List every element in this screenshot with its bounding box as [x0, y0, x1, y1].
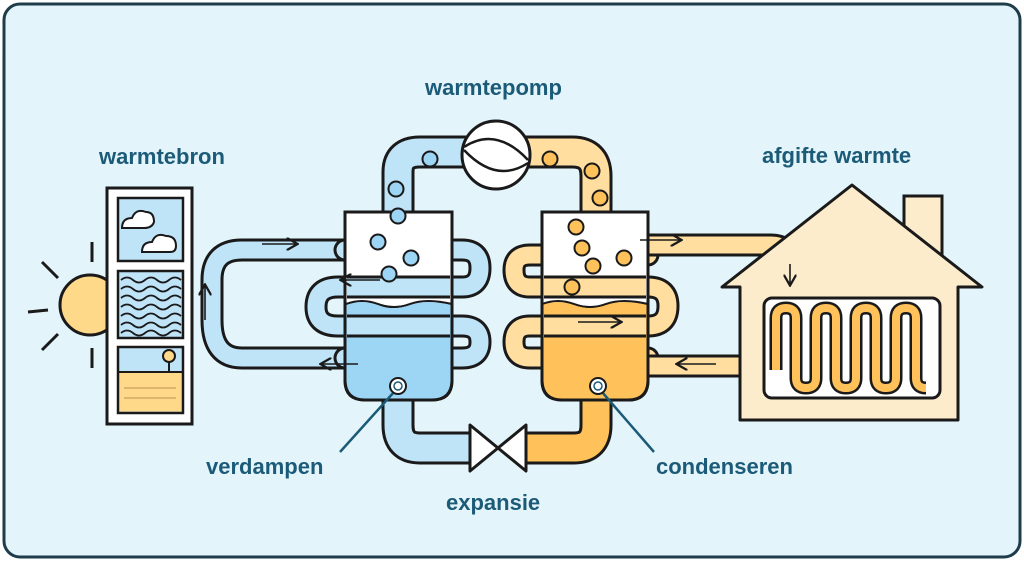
condenser-sensor [589, 377, 655, 453]
compressor-icon [460, 119, 532, 191]
warm-bubbles [541, 150, 633, 296]
evaporator-coil [347, 275, 450, 338]
condenser-tank-cover [540, 210, 650, 402]
heat-source-panel [105, 186, 194, 426]
label-condense: condenseren [656, 454, 793, 479]
cold-loop [200, 238, 492, 370]
evaporator-tank-cover [343, 210, 454, 402]
radiator-icon [762, 296, 942, 400]
flow-arrows [205, 240, 790, 364]
waves-icon [120, 276, 182, 337]
evaporator-sensor [339, 377, 407, 453]
label-expansion: expansie [446, 490, 541, 515]
expansion-valve-icon [468, 423, 528, 473]
label-heat-source: warmtebron [99, 144, 225, 169]
tree-icon [162, 349, 176, 372]
expansion-pipe [381, 375, 613, 465]
label-heat-output: afgifte warmte [762, 143, 912, 168]
cloud-icon [140, 233, 178, 253]
label-heat-pump: warmtepomp [425, 75, 562, 100]
cold-bubbles [369, 150, 439, 283]
cloud-icon [120, 209, 156, 229]
condenser-coil [544, 275, 646, 338]
label-evaporate: verdampen [206, 454, 324, 479]
